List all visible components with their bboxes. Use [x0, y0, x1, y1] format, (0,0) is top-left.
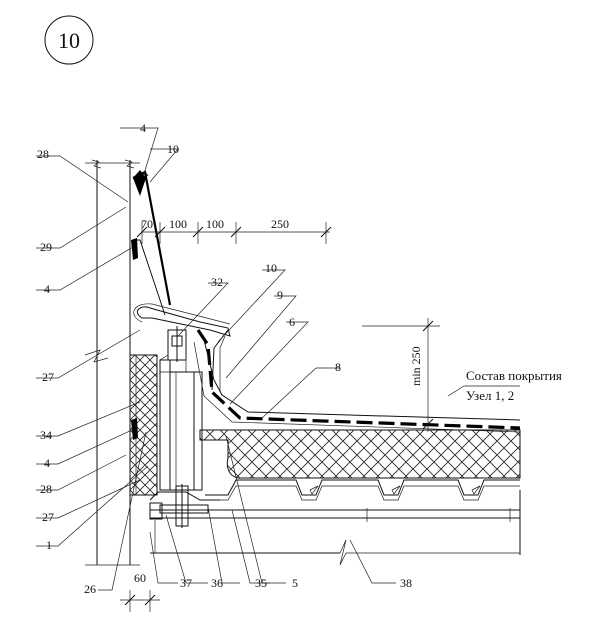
callout-37: 37: [180, 576, 192, 590]
callout-27-low: 27: [42, 510, 54, 524]
detail-number-badge: 10: [44, 15, 94, 65]
dim-70: 70: [141, 217, 153, 231]
callout-29: 29: [40, 240, 52, 254]
callout-4-low: 4: [44, 456, 50, 470]
callout-9: 9: [277, 288, 283, 302]
bracket-fastener: [159, 326, 187, 373]
callout-4-top: 4: [140, 121, 146, 135]
callout-28-low: 28: [40, 482, 52, 496]
upstand-membrane: [193, 329, 521, 433]
parapet-flashing: [131, 170, 172, 440]
steel-beam: [150, 490, 521, 566]
callout-5: 5: [292, 576, 298, 590]
dim-100-second: 100: [206, 217, 224, 231]
callout-8: 8: [335, 360, 341, 374]
callout-26: 26: [84, 582, 96, 596]
profiled-deck: [205, 479, 520, 501]
callout-10-mid: 10: [265, 261, 277, 275]
callout-32: 32: [211, 275, 223, 289]
dimension-labels: 70 100 100 250 min 250 60: [134, 217, 423, 585]
callout-10-top: 10: [167, 142, 179, 156]
top-dimension-chain: [136, 222, 332, 244]
callout-6: 6: [289, 315, 295, 329]
dim-250: 250: [271, 217, 289, 231]
leader-lines: [36, 127, 520, 591]
roof-composition-note: Состав покрытия Узел 1, 2: [466, 368, 562, 403]
base-angle: [149, 484, 220, 528]
callout-38: 38: [400, 576, 412, 590]
callouts: 4 10 28 29 4 32 10 9 6 27 8 34 4 28 27 1…: [37, 121, 412, 596]
callout-27-top: 27: [42, 370, 54, 384]
dim-100-first: 100: [169, 217, 187, 231]
callout-35: 35: [255, 576, 267, 590]
note-line-1: Состав покрытия: [466, 368, 562, 383]
bottom-dimension: [120, 590, 160, 612]
inner-studs: [159, 359, 203, 491]
callout-28-top: 28: [37, 147, 49, 161]
dim-60: 60: [134, 571, 146, 585]
callout-1: 1: [46, 538, 52, 552]
note-line-2: Узел 1, 2: [466, 388, 514, 403]
callout-36: 36: [211, 576, 223, 590]
detail-number: 10: [58, 28, 80, 53]
dim-min-250: min 250: [409, 346, 423, 386]
roof-insulation: [199, 429, 521, 479]
callout-4-mid: 4: [44, 282, 50, 296]
callout-34: 34: [40, 428, 52, 442]
min-height-dimension: [362, 318, 440, 432]
